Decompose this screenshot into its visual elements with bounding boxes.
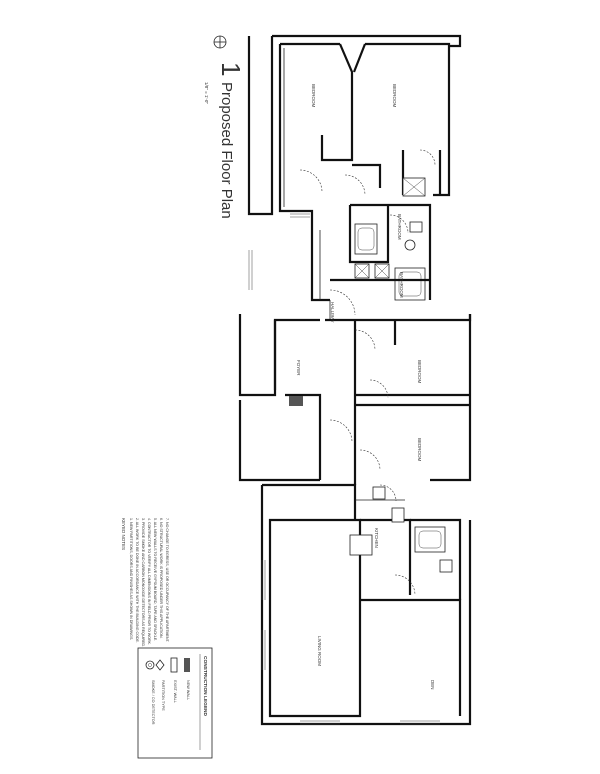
partition-type-icon — [155, 659, 165, 671]
note-line: 2. ALL WORK TO BE DONE IN ACCORDANCE WIT… — [135, 518, 139, 643]
legend-title: CONSTRUCTION LEGEND — [202, 656, 208, 716]
room-label-bedroom-2: BEDROOM — [392, 84, 397, 108]
existing-wall-icon — [170, 657, 178, 673]
note-line: 7. NO CHANGE TO EGRESS, USE OR OCCUPANCY… — [165, 518, 169, 643]
smoke-detector-icon — [145, 660, 155, 670]
plan-scale: 1/8" = 1'-0" — [204, 82, 209, 104]
note-line: 6. NO STRUCTURAL WORK IS PROPOSED UNDER … — [159, 518, 163, 639]
room-label-living-room: LIVING ROOM — [317, 636, 322, 666]
legend-label: EXIST. WALL — [173, 680, 177, 703]
room-label-den: DEN — [430, 680, 435, 690]
room-label-hallway: HALLWAY — [330, 302, 335, 323]
room-label-bathroom-2: BATHROOM — [399, 272, 404, 298]
legend-label: NEW WALL — [186, 680, 190, 700]
legend-label: PARTITION TYPE — [161, 680, 165, 711]
legend-label: SMOKE / CO DETECTOR — [151, 680, 155, 725]
note-line: 1. NEW PARTITIONS, DOORS AND FINISHES AS… — [129, 518, 133, 640]
north-arrow-icon — [213, 35, 227, 49]
room-labels: BEDROOM BEDROOM BATHROOM BATHROOM HALLWA… — [296, 84, 435, 690]
room-label-bathroom-1: BATHROOM — [397, 214, 402, 240]
note-line: 3. PROVIDE SMOKE AND CARBON MONOXIDE DET… — [141, 518, 145, 647]
note-line: 5. ALL NEW WALLS TO RECEIVE GYPSUM BOARD… — [153, 518, 157, 641]
note-line: 4. CONTRACTOR TO VERIFY ALL DIMENSIONS I… — [147, 518, 151, 645]
plan-title: Proposed Floor Plan — [218, 82, 235, 219]
new-wall-icon — [184, 658, 190, 672]
title-block: 1 Proposed Floor Plan 1/8" = 1'-0" — [204, 35, 246, 219]
room-label-kitchen: KITCHEN — [374, 528, 379, 548]
room-label-bedroom-1: BEDROOM — [311, 84, 316, 108]
room-label-bedroom-3: BEDROOM — [417, 360, 422, 384]
room-label-foyer: FOYER — [296, 360, 301, 376]
room-label-bedroom-4: BEDROOM — [417, 438, 422, 462]
plan-linework — [238, 34, 472, 726]
construction-legend: CONSTRUCTION LEGEND NEW WALL EXIST. WALL… — [137, 647, 213, 759]
keyed-notes: KEYED NOTES 1. NEW PARTITIONS, DOORS AND… — [121, 518, 169, 647]
plan-number: 1 — [216, 62, 246, 76]
notes-heading: KEYED NOTES — [121, 518, 126, 550]
